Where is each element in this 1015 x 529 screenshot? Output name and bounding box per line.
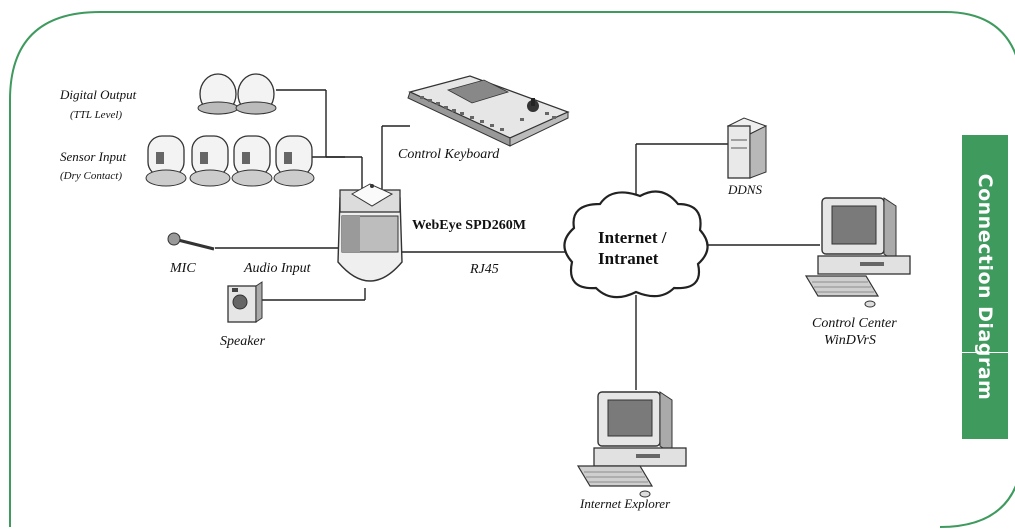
digital-output-device-2 — [235, 73, 277, 115]
label-ttl-level: (TTL Level) — [70, 109, 122, 121]
sensor-device-3 — [231, 135, 273, 187]
control-keyboard — [407, 75, 570, 147]
label-control-keyboard: Control Keyboard — [398, 147, 500, 162]
label-speaker: Speaker — [220, 334, 266, 349]
speed-dome-camera — [337, 183, 403, 282]
label-internet-explorer: Internet Explorer — [579, 496, 671, 511]
label-camera-model: WebEye SPD260M — [412, 218, 526, 233]
label-ddns: DDNS — [727, 182, 762, 197]
label-sensor-input: Sensor Input — [60, 149, 126, 164]
speaker — [227, 281, 263, 323]
tab-divider — [962, 352, 1008, 353]
internet-cloud — [563, 190, 709, 299]
label-rj45: RJ45 — [469, 262, 499, 277]
label-mic: MIC — [169, 261, 196, 276]
label-dry-contact: (Dry Contact) — [60, 170, 122, 182]
connection-diagram-tab — [962, 135, 1008, 439]
label-windvrs: WinDVrS — [824, 333, 876, 348]
label-internet-line2: Intranet — [598, 249, 659, 268]
connection-lines — [215, 89, 820, 390]
sensor-device-1 — [145, 135, 187, 187]
sensor-device-4 — [273, 135, 315, 187]
connection-diagram-tab-label: Connection Diagram — [974, 173, 996, 401]
label-internet-line1: Internet / — [598, 228, 667, 247]
digital-output-device-1 — [197, 73, 239, 115]
sensor-device-2 — [189, 135, 231, 187]
microphone — [167, 232, 215, 251]
control-center-computer — [804, 197, 911, 308]
label-audio-input: Audio Input — [243, 261, 312, 276]
diagram-frame — [9, 11, 1015, 528]
label-control-center: Control Center — [812, 316, 897, 331]
ddns-server — [726, 117, 768, 179]
internet-explorer-computer — [576, 391, 687, 498]
label-digital-output: Digital Output — [59, 87, 137, 102]
